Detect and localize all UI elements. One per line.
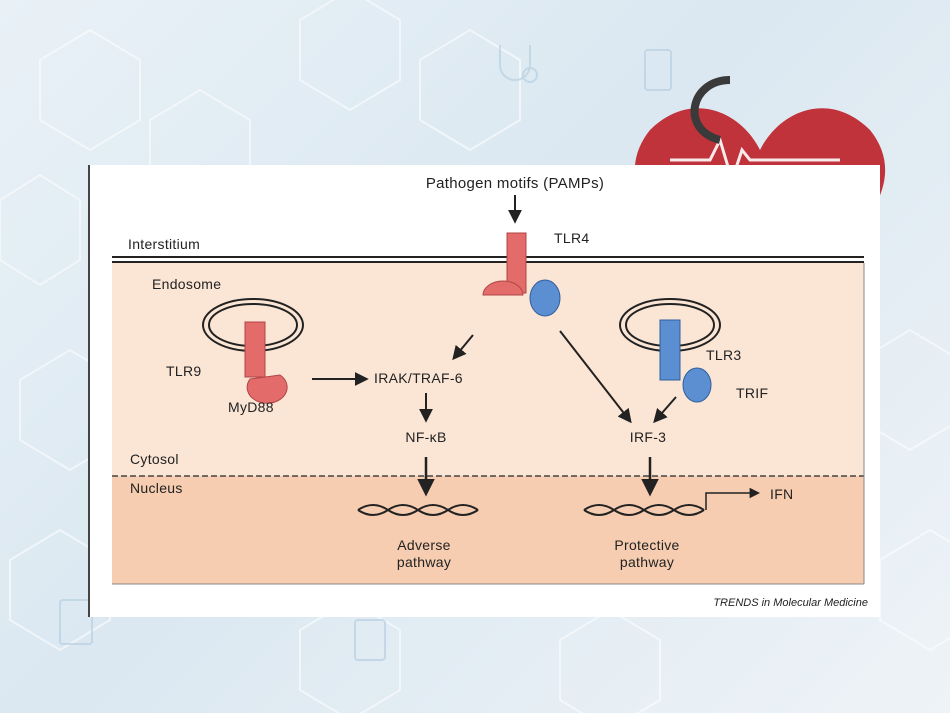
tlr-signaling-figure: Pathogen motifs (PAMPs) Interstitium TLR… [88,165,880,617]
nucleus-label: Nucleus [130,480,183,496]
ifn-label: IFN [770,486,794,502]
tlr9-label: TLR9 [166,363,202,379]
protective-dna-helix [583,504,705,516]
pamps-label: Pathogen motifs (PAMPs) [425,175,605,192]
tlr3-label: TLR3 [706,347,742,363]
irak-traf6-label: IRAK/TRAF-6 [374,370,463,386]
nfkb-label: NF-κB [405,429,447,445]
tlr4-receptor [482,232,561,317]
cytosol-label: Cytosol [130,451,179,467]
source-caption: TRENDS in Molecular Medicine [713,597,868,609]
myd88-label: MyD88 [228,399,274,415]
cytosol-region [112,263,864,476]
tlr4-to-irf3-arrow [559,330,632,424]
adverse-label-line1: Adverse [397,537,451,553]
ifn-transcription-arrow [705,487,761,510]
protective-label-line2: pathway [619,554,675,570]
interstitium-label: Interstitium [128,236,201,252]
tlr4-to-irak-arrow [452,334,474,361]
nucleus-region [112,476,864,584]
trif-to-irf3-arrow [653,396,677,424]
adverse-dna-helix [357,504,479,516]
pathway-diagram [112,195,865,585]
trif-label: TRIF [736,385,769,401]
endosome-label: Endosome [152,276,222,292]
irf3-label: IRF-3 [629,429,667,445]
tlr3-endosome [619,298,721,403]
tlr4-label: TLR4 [554,230,590,246]
protective-label-line1: Protective [614,537,680,553]
tlr9-endosome [202,298,304,404]
adverse-label-line2: pathway [396,554,452,570]
